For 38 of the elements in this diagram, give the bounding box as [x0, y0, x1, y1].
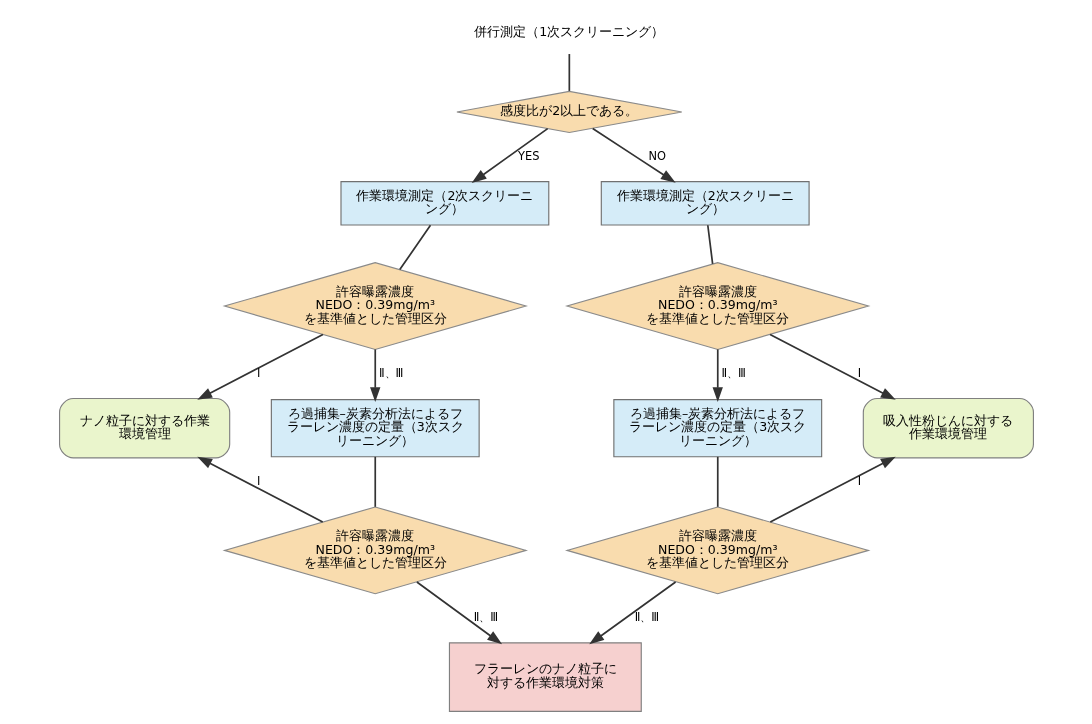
edge-label: YES: [517, 148, 540, 163]
node-box: 作業環境測定（2次スクリーニング）: [339, 181, 549, 226]
node-box: ナノ粒子に対する作業環境管理: [58, 397, 230, 459]
connector: [398, 224, 431, 271]
edge-label: Ⅱ、Ⅲ: [721, 365, 746, 380]
connector: [373, 456, 376, 508]
connector: [716, 456, 719, 508]
node-diamond: 許容曝露濃度 NEDO：0.39mg/m³ を基準値とした管理区分: [221, 262, 528, 351]
node-text: 併行測定（1次スクリーニング）: [473, 24, 664, 40]
arrow: [415, 581, 502, 645]
node-box: 吸入性粉じんに対する作業環境管理: [862, 397, 1034, 459]
arrow: [588, 581, 676, 645]
arrow: [591, 127, 676, 183]
arrow: [196, 333, 324, 400]
arrow: [196, 456, 324, 523]
edge-label: Ⅰ: [857, 365, 861, 380]
arrow: [712, 348, 723, 402]
connector: [706, 224, 713, 265]
edge-label: Ⅱ、Ⅲ: [378, 365, 403, 380]
edge-label: Ⅰ: [256, 365, 260, 380]
arrow: [768, 456, 896, 523]
edge-label: Ⅱ、Ⅲ: [473, 610, 498, 625]
node-diamond: 感度比が2以上である。: [455, 90, 682, 134]
node-diamond: 許容曝露濃度 NEDO：0.39mg/m³ を基準値とした管理区分: [564, 262, 871, 351]
node-diamond: 許容曝露濃度 NEDO：0.39mg/m³ を基準値とした管理区分: [221, 506, 528, 595]
node-box: ろ過捕集–炭素分析法によるフラーレン濃度の定量（3次スクリーニング）: [612, 399, 822, 458]
node-diamond: 許容曝露濃度 NEDO：0.39mg/m³ を基準値とした管理区分: [564, 506, 871, 595]
arrow: [768, 333, 896, 400]
edge-label: Ⅰ: [256, 474, 260, 489]
arrow: [369, 348, 380, 402]
edge-label: Ⅰ: [857, 474, 861, 489]
node-box: 作業環境測定（2次スクリーニング）: [600, 181, 810, 226]
connector: [567, 53, 570, 92]
node-box: フラーレンのナノ粒子に対する作業環境対策: [448, 642, 642, 712]
arrow: [471, 127, 548, 183]
edge-label: NO: [647, 148, 666, 163]
edge-label: Ⅱ、Ⅲ: [634, 610, 659, 625]
node-box: ろ過捕集–炭素分析法によるフラーレン濃度の定量（3次スクリーニング）: [270, 399, 480, 458]
